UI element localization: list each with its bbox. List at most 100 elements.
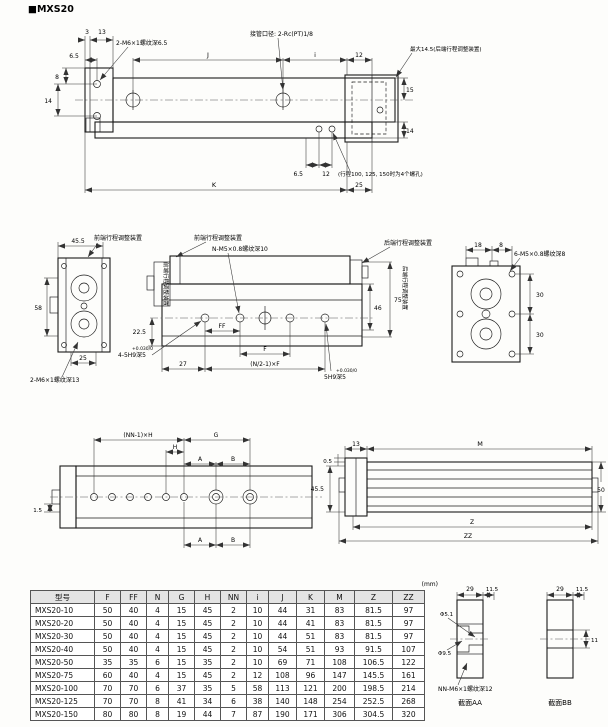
dim-g-label: G bbox=[214, 432, 219, 439]
value-cell: 10 bbox=[246, 655, 269, 669]
value-cell: 148 bbox=[296, 694, 325, 708]
section-hatch bbox=[85, 117, 101, 133]
value-cell: 7 bbox=[220, 707, 247, 721]
dim-18-label: 18 bbox=[474, 242, 482, 249]
dim-46-label: 46 bbox=[374, 305, 382, 312]
value-cell: 10 bbox=[246, 603, 269, 617]
cross-section-aa: 29 11.5 Φ5.1 Φ9.5 NN-M6×1螺纹深12 截面AA bbox=[438, 586, 499, 707]
table-header-9: K bbox=[296, 590, 325, 604]
value-cell: 91.5 bbox=[354, 642, 393, 656]
value-cell: 93 bbox=[324, 642, 355, 656]
dim-14-left-label: 14 bbox=[44, 98, 52, 105]
value-cell: 15 bbox=[168, 642, 195, 656]
value-cell: 8 bbox=[146, 694, 169, 708]
rear-adjuster-vertical-label: 后端行程调整装置 bbox=[401, 266, 409, 311]
value-cell: 140 bbox=[268, 694, 297, 708]
model-cell: MXS20-125 bbox=[30, 694, 95, 708]
side-views-drawing: 45.5 前端行程调整装置 58 25 2-M6×1螺纹深13 bbox=[30, 234, 566, 384]
dim-m-label: M bbox=[477, 440, 483, 448]
value-cell: 34 bbox=[194, 694, 221, 708]
front-adjuster-label: 前端行程调整装置 bbox=[194, 234, 242, 242]
dim-zz-label: ZZ bbox=[464, 533, 472, 540]
value-cell: 40 bbox=[120, 616, 147, 630]
value-cell: 4 bbox=[146, 668, 169, 682]
value-cell: 81.5 bbox=[354, 616, 393, 630]
value-cell: 54 bbox=[268, 642, 297, 656]
table-header-3: N bbox=[146, 590, 169, 604]
aa-dia-5-1-label: Φ5.1 bbox=[440, 612, 453, 618]
value-cell: 31 bbox=[296, 603, 325, 617]
table-header-10: M bbox=[324, 590, 355, 604]
units-note: (mm) bbox=[422, 581, 438, 588]
value-cell: 113 bbox=[268, 681, 297, 695]
model-cell: MXS20-30 bbox=[30, 629, 95, 643]
value-cell: 15 bbox=[168, 629, 195, 643]
value-cell: 70 bbox=[94, 681, 121, 695]
value-cell: 40 bbox=[120, 629, 147, 643]
value-cell: 97 bbox=[392, 629, 425, 643]
value-cell: 81.5 bbox=[354, 603, 393, 617]
dim-6-5-top-label: 6.5 bbox=[69, 53, 79, 60]
m6-thread-note: 2-M6×1螺纹深13 bbox=[30, 376, 80, 384]
value-cell: 41 bbox=[168, 694, 195, 708]
value-cell: 320 bbox=[392, 707, 425, 721]
value-cell: 304.5 bbox=[354, 707, 393, 721]
section-aa-caption: 截面AA bbox=[458, 698, 482, 707]
section-bb-caption: 截面BB bbox=[548, 698, 572, 707]
dim-ff-label: FF bbox=[219, 323, 226, 330]
value-cell: 6 bbox=[220, 694, 247, 708]
dim-12-bottom-label: 12 bbox=[322, 171, 330, 178]
value-cell: 69 bbox=[268, 655, 297, 669]
dim-a-top-label: A bbox=[198, 456, 203, 463]
value-cell: 4 bbox=[146, 603, 169, 617]
dim-h-label: H bbox=[173, 444, 178, 451]
dim-3-label: 3 bbox=[85, 29, 89, 36]
value-cell: 106.5 bbox=[354, 655, 393, 669]
value-cell: 214 bbox=[392, 681, 425, 695]
dim-30-upper-label: 30 bbox=[536, 292, 544, 299]
value-cell: 37 bbox=[168, 681, 195, 695]
dim-6-5-bottom-label: 6.5 bbox=[293, 171, 303, 178]
value-cell: 40 bbox=[120, 603, 147, 617]
dim-27-label: 27 bbox=[179, 361, 187, 368]
value-cell: 50 bbox=[94, 642, 121, 656]
value-cell: 71 bbox=[296, 655, 325, 669]
value-cell: 108 bbox=[324, 655, 355, 669]
bb-dim-29-label: 29 bbox=[556, 586, 564, 593]
dim-8-label: 8 bbox=[55, 74, 59, 81]
dim-k-label: K bbox=[212, 181, 217, 189]
value-cell: 19 bbox=[168, 707, 195, 721]
value-cell: 200 bbox=[324, 681, 355, 695]
value-cell: 2 bbox=[220, 668, 247, 682]
aa-dim-29-label: 29 bbox=[466, 586, 474, 593]
dim-25-end-label: 25 bbox=[79, 355, 87, 362]
h9-note-left: 4-5H9深5 bbox=[118, 351, 146, 359]
aa-thread-note: NN-M6×1螺纹深12 bbox=[438, 685, 493, 693]
value-cell: 83 bbox=[324, 616, 355, 630]
dim-j-label: J bbox=[206, 51, 209, 59]
bb-dim-11-label: 11 bbox=[591, 638, 598, 644]
value-cell: 70 bbox=[120, 694, 147, 708]
value-cell: 198.5 bbox=[354, 681, 393, 695]
value-cell: 87 bbox=[246, 707, 269, 721]
model-cell: MXS20-150 bbox=[30, 707, 95, 721]
dim-22-5-label: 22.5 bbox=[133, 329, 147, 336]
dim-14-right-label: 14 bbox=[406, 128, 414, 135]
value-cell: 45 bbox=[194, 629, 221, 643]
dim-b-top-label: B bbox=[231, 456, 235, 463]
dim-z-label: Z bbox=[470, 519, 474, 526]
value-cell: 10 bbox=[246, 629, 269, 643]
value-cell: 35 bbox=[194, 681, 221, 695]
dim-58-label: 58 bbox=[34, 305, 42, 312]
dim-50-label: 50 bbox=[597, 487, 605, 494]
value-cell: 4 bbox=[146, 616, 169, 630]
dim-f-label: F bbox=[263, 346, 267, 353]
value-cell: 70 bbox=[94, 694, 121, 708]
value-cell: 121 bbox=[296, 681, 325, 695]
dim-a-bottom-label: A bbox=[198, 537, 203, 544]
